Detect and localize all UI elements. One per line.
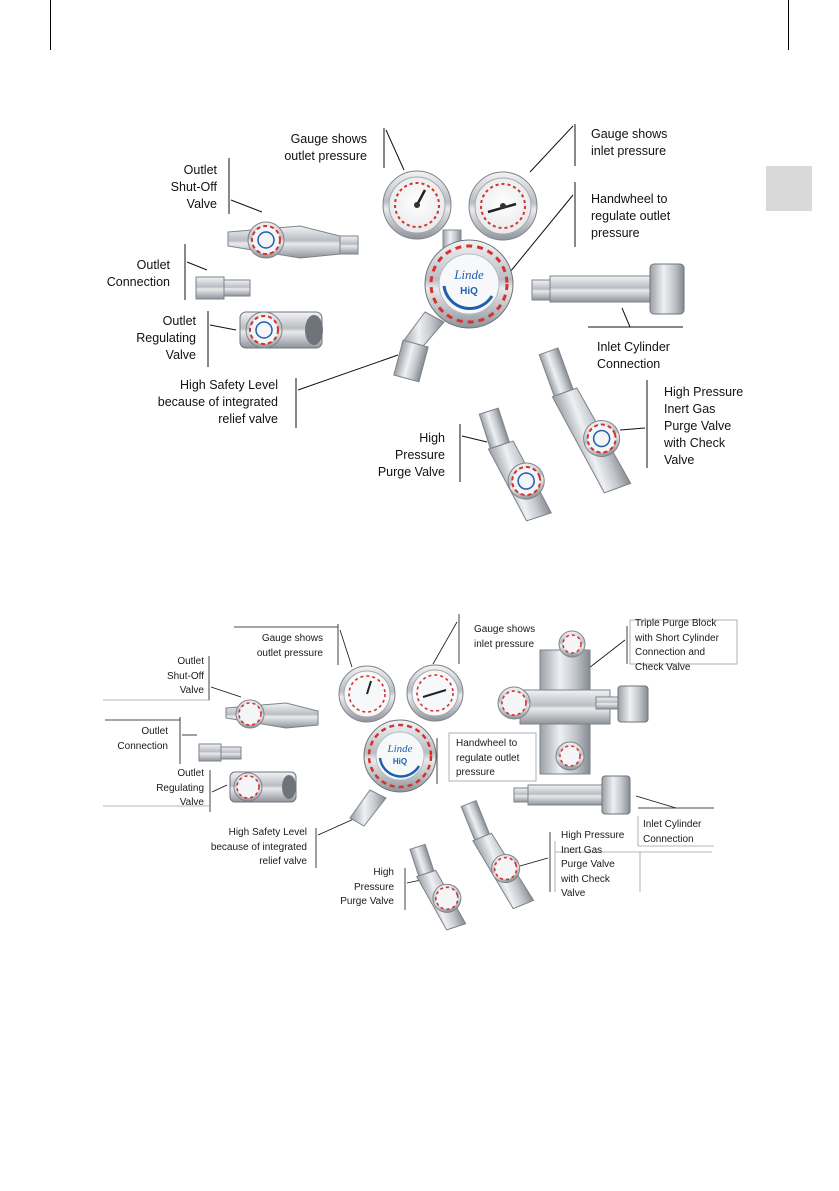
label2-outlet-regulating: Outlet Regulating Valve [156, 767, 204, 811]
label2-hp-inert-purge-text: High Pressure Inert Gas Purge Valve with… [561, 830, 624, 899]
hp-inert-gas-purge-valve-2 [459, 795, 533, 913]
label2-gauge-outlet-text: Gauge shows outlet pressure [257, 633, 323, 659]
outlet-regulating-valve-2 [230, 772, 296, 802]
label2-handwheel: Handwheel to regulate outlet pressure [456, 737, 519, 781]
outlet-shutoff-valve-2 [226, 700, 318, 728]
outlet-connection-part-2 [199, 744, 241, 761]
label2-inlet-cylinder-text: Inlet Cylinder Connection [643, 819, 701, 845]
label2-high-safety-text: High Safety Level because of integrated … [211, 827, 307, 867]
label2-outlet-connection: Outlet Connection [117, 725, 168, 754]
label2-outlet-connection-text: Outlet Connection [117, 726, 168, 752]
label2-inlet-cylinder: Inlet Cylinder Connection [643, 818, 701, 847]
label2-outlet-shutoff-text: Outlet Shut-Off Valve [167, 656, 204, 696]
label2-high-safety: High Safety Level because of integrated … [211, 826, 307, 870]
label2-gauge-outlet: Gauge shows outlet pressure [257, 632, 323, 661]
outlet-gauge-2 [339, 666, 395, 722]
svg-text:HiQ: HiQ [393, 757, 407, 766]
handwheel-2: Linde HiQ [350, 720, 436, 826]
label2-hp-purge-text: High Pressure Purge Valve [340, 867, 394, 907]
svg-text:Linde: Linde [386, 743, 412, 755]
label2-triple-purge: Triple Purge Block with Short Cylinder C… [635, 617, 719, 675]
label2-gauge-inlet: Gauge shows inlet pressure [474, 623, 535, 652]
inlet-cylinder-connection-2 [514, 776, 630, 814]
inlet-gauge-2 [407, 665, 463, 721]
label2-outlet-regulating-text: Outlet Regulating Valve [156, 768, 204, 808]
label2-triple-purge-text: Triple Purge Block with Short Cylinder C… [635, 618, 719, 673]
label2-gauge-inlet-text: Gauge shows inlet pressure [474, 624, 535, 650]
label2-handwheel-text: Handwheel to regulate outlet pressure [456, 738, 519, 778]
hp-purge-valve-2 [408, 839, 469, 934]
label2-hp-inert-purge: High Pressure Inert Gas Purge Valve with… [561, 829, 624, 902]
label2-hp-purge: High Pressure Purge Valve [340, 866, 394, 910]
label2-outlet-shutoff: Outlet Shut-Off Valve [167, 655, 204, 699]
